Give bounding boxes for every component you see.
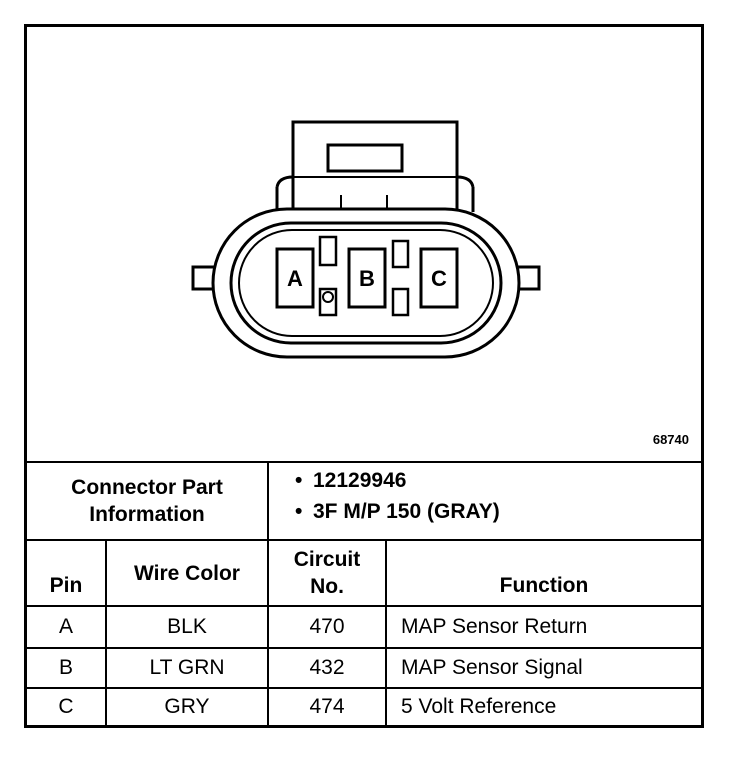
key-slot <box>318 235 338 267</box>
divider <box>27 687 701 689</box>
table-row-wire-color: GRY <box>164 695 210 718</box>
connector-diagram: A B C 68740 <box>27 27 701 461</box>
table-row-function: MAP Sensor Return <box>401 615 588 638</box>
key-slot <box>391 287 410 317</box>
pin-b-cavity <box>347 247 387 309</box>
connector-type: 3F M/P 150 (GRAY) <box>295 496 695 527</box>
table-row-circuit: 470 <box>309 615 345 638</box>
table-row-wire-color: BLK <box>167 615 207 638</box>
connector-chart-frame: A B C 68740 Connector Part Information 1… <box>24 24 704 728</box>
divider <box>27 647 701 649</box>
divider <box>27 461 701 463</box>
divider <box>267 461 269 541</box>
header-wire-color: Wire Color <box>134 561 240 585</box>
divider <box>385 539 387 725</box>
part-info-list: 12129946 3F M/P 150 (GRAY) <box>295 465 695 527</box>
table-row-function: MAP Sensor Signal <box>401 656 583 679</box>
header-circuit-no: Circuit No. <box>293 548 361 598</box>
pin-c-cavity <box>419 247 459 309</box>
table-row-pin: B <box>58 656 73 679</box>
part-number: 12129946 <box>295 465 695 496</box>
table-row-function: 5 Volt Reference <box>401 695 557 718</box>
table-row-wire-color: LT GRN <box>149 656 225 679</box>
table-row-circuit: 432 <box>309 656 345 679</box>
divider <box>267 539 269 725</box>
pin-a-label: A <box>287 266 303 291</box>
pin-b-label: B <box>359 266 375 291</box>
table-row-pin: A <box>58 615 73 638</box>
figure-id: 68740 <box>652 432 689 447</box>
connector-face-drawing: A B C <box>191 120 541 359</box>
table-row-circuit: 474 <box>309 695 345 718</box>
pin-a-cavity <box>275 247 315 309</box>
divider <box>27 539 701 541</box>
pin-c-label: C <box>431 266 447 291</box>
part-info-label: Connector Part Information <box>71 476 223 526</box>
table-row-pin: C <box>58 695 74 718</box>
header-pin: Pin <box>49 574 83 597</box>
header-function: Function <box>499 574 589 597</box>
key-slot <box>391 239 410 269</box>
divider <box>27 605 701 607</box>
divider <box>105 539 107 725</box>
lock-tab-window <box>326 143 404 173</box>
